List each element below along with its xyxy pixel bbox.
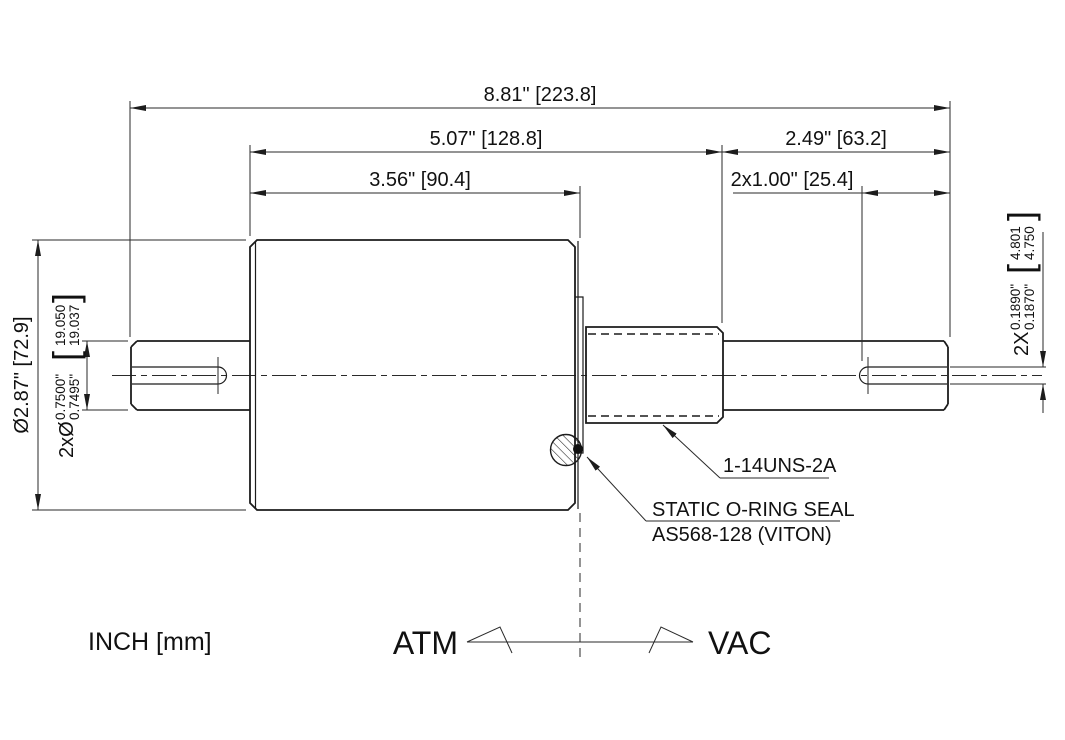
shaft-dia-prefix: 2xØ bbox=[56, 421, 78, 458]
dim-slot-width-text: 2X 0.1890" 0.1870" [ 4.801 4.750 ] bbox=[1000, 211, 1041, 356]
callout-thread: 1-14UNS-2A bbox=[662, 424, 837, 479]
callout-oring-line2: AS568-128 (VITON) bbox=[652, 524, 832, 546]
dim-body-diameter: Ø2.87" [72.9] bbox=[11, 239, 246, 511]
right-shaft-slot bbox=[858, 357, 947, 394]
slot-width-mm-upper: 4.801 bbox=[1008, 226, 1023, 260]
shaft-dia-bracket-close: ] bbox=[45, 293, 86, 303]
left-shaft-slot bbox=[132, 357, 228, 394]
dim-thread-to-end: 2.49" [63.2] bbox=[722, 128, 950, 155]
dim-thread-to-end-text: 2.49" [63.2] bbox=[785, 128, 887, 150]
motor-body bbox=[249, 239, 576, 511]
threaded-section bbox=[585, 326, 724, 424]
dim-shaft-diameter-text: 2xØ 0.7500" 0.7495" [ 19.050 19.037 ] bbox=[45, 293, 86, 458]
dim-body-diameter-text: Ø2.87" [72.9] bbox=[11, 316, 33, 433]
right-shaft bbox=[723, 340, 949, 411]
dim-flange-to-thread: 5.07" [128.8] bbox=[249, 128, 723, 323]
shaft-dia-upper: 0.7500" bbox=[53, 374, 68, 420]
dim-flange-to-thread-text: 5.07" [128.8] bbox=[430, 128, 543, 150]
dim-slot-width: 2X 0.1890" 0.1870" [ 4.801 4.750 ] bbox=[950, 211, 1046, 413]
slot-width-lower: 0.1870" bbox=[1022, 284, 1037, 330]
shaft-dia-lower: 0.7495" bbox=[67, 374, 82, 420]
slot-width-bracket-open: [ bbox=[1000, 264, 1041, 274]
vac-label: VAC bbox=[708, 625, 771, 661]
slot-width-mm-lower: 4.750 bbox=[1022, 226, 1037, 260]
atm-flag-icon bbox=[466, 626, 513, 654]
vac-flag-icon bbox=[648, 626, 694, 654]
flow-labels: ATM VAC bbox=[393, 625, 772, 661]
slot-width-bracket-close: ] bbox=[1000, 211, 1041, 221]
callout-oring-line1: STATIC O-RING SEAL bbox=[652, 499, 855, 521]
dim-overall-length-text: 8.81" [223.8] bbox=[484, 84, 597, 106]
oring-dot bbox=[573, 444, 583, 454]
oring-seal bbox=[549, 433, 583, 467]
dim-body-length: 3.56" [90.4] bbox=[250, 169, 581, 238]
atm-label: ATM bbox=[393, 625, 458, 661]
slot-width-prefix: 2X bbox=[1011, 332, 1033, 356]
dim-overall-length: 8.81" [223.8] bbox=[129, 84, 951, 337]
dim-slot-length: 2x1.00" [25.4] bbox=[731, 169, 950, 361]
units-note: INCH [mm] bbox=[88, 628, 212, 656]
callout-thread-text: 1-14UNS-2A bbox=[723, 455, 837, 477]
slot-width-upper: 0.1890" bbox=[1008, 284, 1023, 330]
shaft-dia-bracket-open: [ bbox=[45, 351, 86, 361]
dim-slot-length-text: 2x1.00" [25.4] bbox=[731, 169, 854, 191]
dim-body-length-text: 3.56" [90.4] bbox=[369, 169, 471, 191]
dim-shaft-diameter: 2xØ 0.7500" 0.7495" [ 19.050 19.037 ] bbox=[45, 293, 128, 458]
left-shaft bbox=[130, 340, 250, 411]
callout-oring: STATIC O-RING SEAL AS568-128 (VITON) bbox=[586, 456, 855, 546]
shaft-dia-mm-upper: 19.050 bbox=[53, 305, 68, 346]
shaft-dia-mm-lower: 19.037 bbox=[67, 305, 82, 346]
